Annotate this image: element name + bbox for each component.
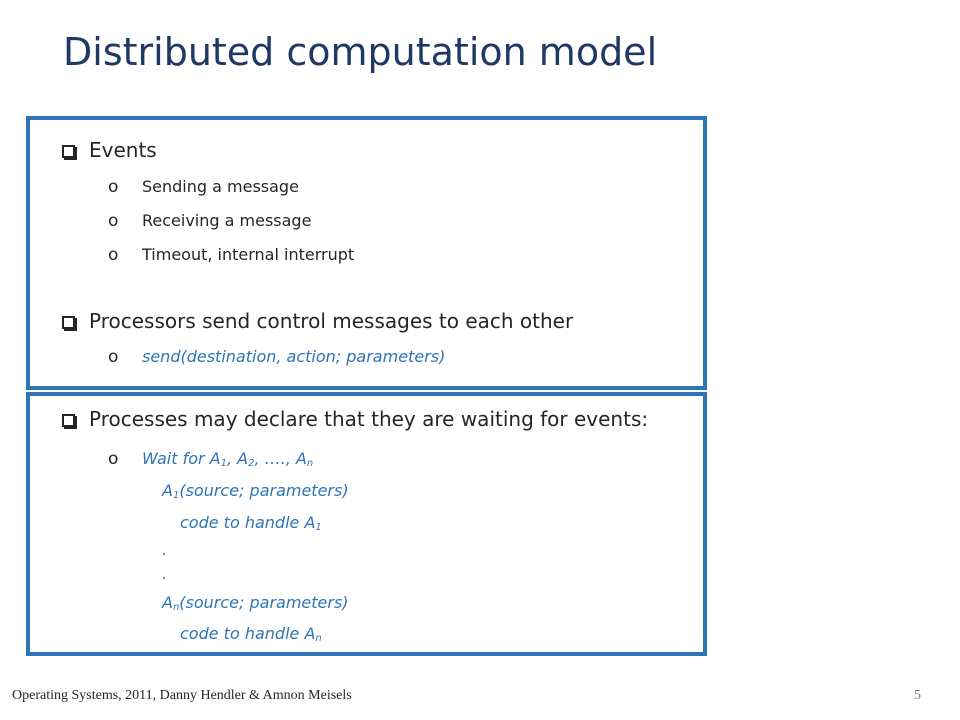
processors-item: Processors send control messages to each… <box>62 309 573 333</box>
events-item: Events <box>62 138 157 162</box>
send-signature: send(destination, action; parameters) <box>142 347 446 366</box>
processors-heading: Processors send control messages to each… <box>89 309 574 333</box>
an-handler-line: An(source; parameters) <box>162 593 349 613</box>
event-text: Sending a message <box>142 177 299 196</box>
checkbox-bullet-icon <box>62 316 75 329</box>
events-heading: Events <box>89 138 157 162</box>
wait-for-text: Wait for A1, A2, …., An <box>142 449 314 469</box>
page-number: 5 <box>914 688 921 703</box>
a1-code-line: code to handle A1 <box>180 513 322 533</box>
event-item-receiving: o Receiving a message <box>108 211 311 231</box>
circle-bullet-icon: o <box>108 347 119 367</box>
event-item-timeout: o Timeout, internal interrupt <box>108 245 354 265</box>
event-text: Timeout, internal interrupt <box>142 245 355 264</box>
event-text: Receiving a message <box>142 211 312 230</box>
circle-bullet-icon: o <box>108 245 119 265</box>
an-code-line: code to handle An <box>180 624 322 644</box>
content-box-waiting <box>26 392 707 656</box>
circle-bullet-icon: o <box>108 211 119 231</box>
slide-footer: Operating Systems, 2011, Danny Hendler &… <box>12 688 352 703</box>
checkbox-bullet-icon <box>62 414 75 427</box>
circle-bullet-icon: o <box>108 449 119 469</box>
circle-bullet-icon: o <box>108 177 119 197</box>
slide-title: Distributed computation model <box>63 30 658 74</box>
ellipsis-dot: . <box>162 564 168 583</box>
waiting-heading: Processes may declare that they are wait… <box>89 407 649 431</box>
checkbox-bullet-icon <box>62 145 75 158</box>
wait-for-item: o Wait for A1, A2, …., An <box>108 449 313 469</box>
ellipsis-dot: . <box>162 540 168 559</box>
content-box-events <box>26 116 707 390</box>
waiting-item: Processes may declare that they are wait… <box>62 407 648 431</box>
a1-handler-line: A1(source; parameters) <box>162 481 349 501</box>
send-signature-item: o send(destination, action; parameters) <box>108 347 445 367</box>
event-item-sending: o Sending a message <box>108 177 299 197</box>
